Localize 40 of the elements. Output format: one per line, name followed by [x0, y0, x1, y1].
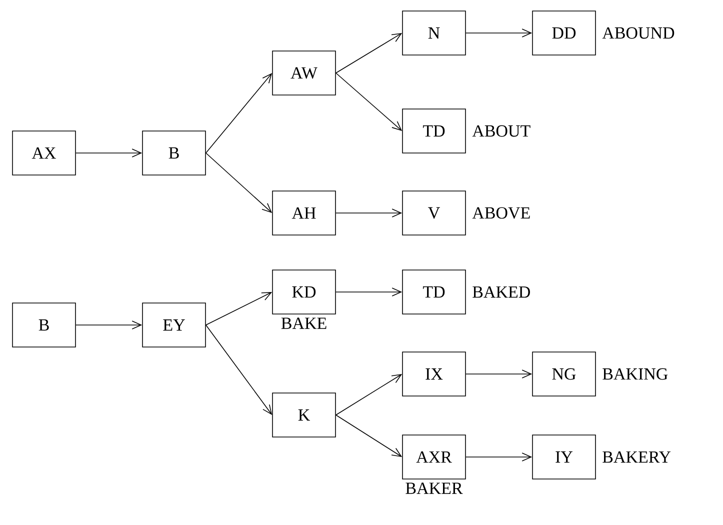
arrow: [76, 320, 142, 330]
process-box: EY: [142, 302, 206, 348]
process-box: AXR: [402, 434, 466, 480]
arrow: [466, 28, 532, 38]
word-label: BAKE: [281, 318, 326, 329]
process-box: AW: [272, 50, 336, 96]
word-label: BAKERY: [602, 451, 671, 463]
word-label: BAKER: [406, 482, 463, 494]
process-box: B: [142, 130, 206, 176]
process-box: TD: [402, 270, 466, 314]
process-box: NG: [532, 352, 596, 396]
process-box: DD: [532, 10, 596, 56]
arrow: [466, 452, 532, 462]
arrow: [206, 152, 272, 213]
word-label: ABOVE: [472, 207, 530, 219]
process-box: IY: [532, 434, 596, 480]
process-box: K: [272, 392, 336, 438]
arrow: [336, 33, 402, 74]
process-box: AH: [272, 190, 336, 236]
process-box: N: [402, 10, 466, 56]
arrow: [336, 414, 402, 457]
arrow: [206, 324, 272, 415]
arrow: [336, 72, 402, 131]
arrow: [206, 292, 272, 326]
process-box: AX: [12, 130, 76, 176]
word-label: ABOUT: [472, 125, 530, 137]
arrow: [336, 288, 402, 296]
arrow: [76, 148, 142, 158]
arrow: [466, 370, 532, 378]
arrow: [336, 208, 402, 218]
process-box: TD: [402, 108, 466, 154]
arrow: [336, 374, 402, 416]
arrow: [206, 73, 272, 154]
process-box: KD: [272, 270, 336, 314]
process-box: IX: [402, 352, 466, 396]
process-box: V: [402, 190, 466, 236]
word-label: BAKED: [472, 286, 530, 298]
process-box: B: [12, 302, 76, 348]
word-label: ABOUND: [602, 27, 674, 39]
word-label: BAKING: [602, 368, 668, 380]
